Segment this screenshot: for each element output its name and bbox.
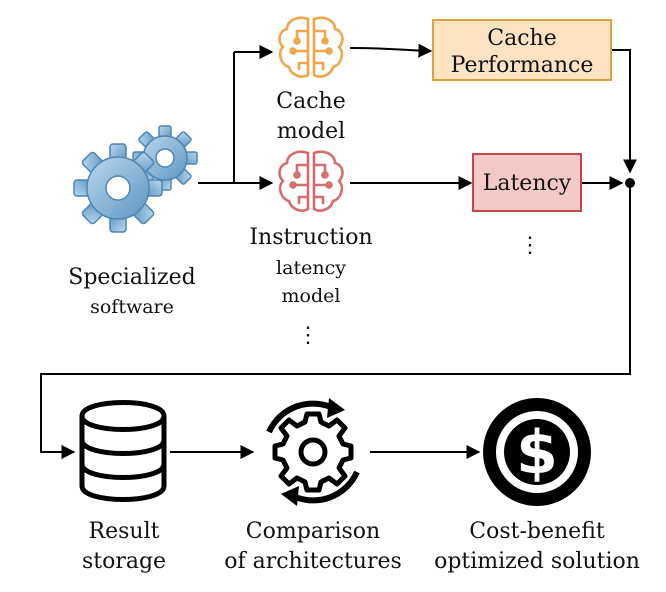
connector-cache-performance-out bbox=[612, 49, 637, 174]
metrics-ellipsis: ⋮ bbox=[519, 233, 541, 258]
cache-model-label-2: model bbox=[277, 119, 345, 144]
dollar-icon: $ bbox=[483, 398, 591, 506]
latency-box bbox=[472, 153, 582, 212]
cost-benefit-label-1: Cost-benefit bbox=[469, 519, 605, 544]
latency-label: Latency bbox=[483, 171, 572, 196]
models-ellipsis: ⋮ bbox=[297, 323, 319, 348]
result-storage-label-1: Result bbox=[89, 519, 160, 544]
gear-cycle-icon bbox=[266, 398, 360, 506]
junction-dot bbox=[625, 178, 635, 188]
specialized-software-label-1: Specialized bbox=[68, 265, 195, 290]
comparison-label-2: of architectures bbox=[224, 549, 402, 574]
cache-performance-label-2: Performance bbox=[451, 53, 594, 78]
specialized-software-label-2: software bbox=[90, 296, 174, 318]
cache-model-label-1: Cache bbox=[276, 89, 345, 114]
gears-icon bbox=[73, 125, 198, 233]
connectors bbox=[40, 43, 637, 459]
instruction-model-label-1: Instruction bbox=[249, 225, 372, 250]
brain-circuit-icon bbox=[278, 150, 344, 212]
svg-text:$: $ bbox=[516, 418, 558, 488]
connector-return-loop bbox=[40, 183, 631, 459]
arrow-to-cache-performance bbox=[349, 43, 433, 58]
cache-performance-label-1: Cache bbox=[487, 26, 556, 51]
comparison-label-1: Comparison bbox=[246, 519, 380, 544]
instruction-model-label-2: latency bbox=[276, 257, 346, 279]
cache-performance-box bbox=[432, 19, 612, 81]
database-icon bbox=[79, 400, 167, 502]
cost-benefit-label-2: optimized solution bbox=[434, 549, 640, 574]
instruction-model-label-3: model bbox=[282, 285, 341, 307]
result-storage-label-2: storage bbox=[82, 549, 166, 574]
brain-circuit-icon bbox=[278, 16, 344, 78]
